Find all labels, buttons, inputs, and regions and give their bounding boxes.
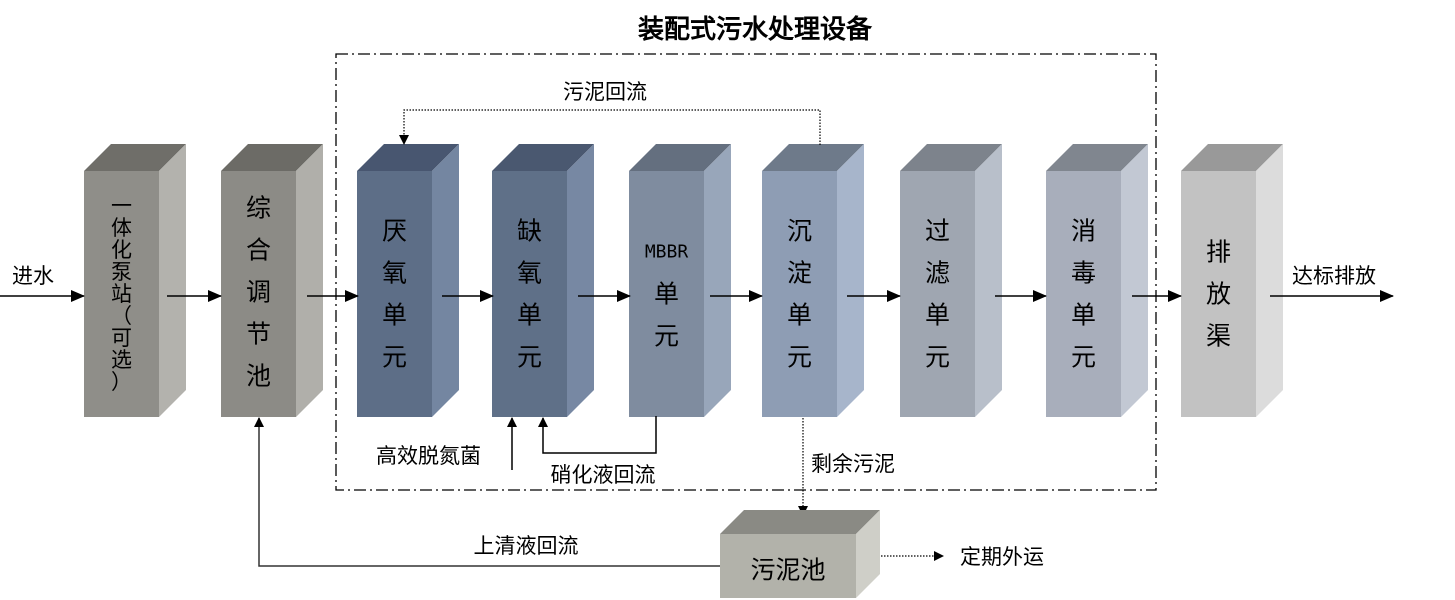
anoxic-unit-label-char: 缺 bbox=[517, 217, 542, 246]
mbbr-unit-top-face bbox=[629, 144, 731, 171]
equalization-tank-label-char: 综 bbox=[246, 194, 271, 223]
disinfection-unit-label-char: 单 bbox=[1071, 301, 1096, 330]
sedimentation-unit-top-face bbox=[762, 144, 864, 171]
sludge-tank-side-face bbox=[856, 510, 880, 598]
pump-station-label-char: 体 bbox=[111, 216, 132, 240]
filtration-unit-side-face bbox=[975, 144, 1002, 417]
supernatant-return-line bbox=[254, 417, 720, 567]
disinfection-unit-label-char: 毒 bbox=[1071, 259, 1096, 288]
anaerobic-unit-label-char: 氧 bbox=[382, 259, 407, 288]
discharge-channel-top-face bbox=[1181, 144, 1283, 171]
filtration-unit-front-face bbox=[900, 171, 975, 417]
filtration-unit-label-char: 元 bbox=[925, 343, 950, 372]
anoxic-unit-label-char: 氧 bbox=[517, 259, 542, 288]
pump-station-top-face bbox=[84, 144, 186, 171]
anoxic-unit-label-char: 单 bbox=[517, 301, 542, 330]
filtration-unit-label-char: 单 bbox=[925, 301, 950, 330]
sludge-tank-label: 污泥池 bbox=[750, 556, 825, 585]
anoxic-unit-side-face bbox=[567, 144, 594, 417]
pump-station-label-char: 一 bbox=[111, 194, 132, 218]
anaerobic-unit-front-face bbox=[357, 171, 432, 417]
nitrification-return-label: 硝化液回流 bbox=[551, 463, 656, 487]
anaerobic-unit-top-face bbox=[357, 144, 459, 171]
anoxic-unit-top-face bbox=[492, 144, 594, 171]
anaerobic-unit-side-face bbox=[432, 144, 459, 417]
mbbr-unit-side-face bbox=[704, 144, 731, 417]
sludge-tank: 污泥池 bbox=[720, 510, 880, 598]
pump-station-label-char: ） bbox=[111, 370, 132, 394]
discharge-channel-front-face bbox=[1181, 171, 1256, 417]
mbbr-unit-label-char: MBBR bbox=[645, 242, 689, 263]
sedimentation-unit-label-char: 元 bbox=[787, 343, 812, 372]
discharge-channel-label-char: 放 bbox=[1206, 280, 1231, 309]
outlet-label: 达标排放 bbox=[1292, 264, 1376, 288]
discharge-channel-side-face bbox=[1256, 144, 1283, 417]
sedimentation-unit-side-face bbox=[837, 144, 864, 417]
supernatant-return-label: 上清液回流 bbox=[474, 534, 579, 558]
discharge-channel-label-char: 渠 bbox=[1206, 322, 1231, 351]
anoxic-unit-front-face bbox=[492, 171, 567, 417]
pump-station-label-char: 选 bbox=[111, 348, 132, 372]
discharge-channel: 排放渠 bbox=[1181, 144, 1283, 417]
mbbr-unit-front-face bbox=[629, 171, 704, 417]
bacteria-feed-label: 高效脱氮菌 bbox=[376, 444, 481, 468]
nitrification-return-line bbox=[538, 416, 657, 454]
sludge-return-label: 污泥回流 bbox=[563, 80, 647, 104]
filtration-unit-top-face bbox=[900, 144, 1002, 171]
equalization-tank-label-char: 节 bbox=[246, 320, 271, 349]
anoxic-unit-label-char: 元 bbox=[517, 343, 542, 372]
mbbr-unit-label-char: 元 bbox=[654, 322, 679, 351]
equalization-tank-front-face bbox=[221, 171, 296, 417]
filtration-unit-label-char: 过 bbox=[925, 217, 950, 246]
pump-station-label-char: （ bbox=[111, 304, 132, 328]
treatment-units: 一体化泵站（可选）综合调节池厌氧单元缺氧单元MBBR单元沉淀单元过滤单元消毒单元… bbox=[84, 144, 1283, 417]
pump-station-label-char: 可 bbox=[111, 326, 132, 350]
sludge-return-line bbox=[399, 109, 821, 145]
sedimentation-unit-label-char: 沉 bbox=[787, 217, 812, 246]
equalization-tank-label-char: 池 bbox=[246, 362, 271, 391]
anaerobic-unit-label-char: 厌 bbox=[382, 217, 407, 246]
sedimentation-unit-label-char: 淀 bbox=[787, 259, 812, 288]
sedimentation-unit-front-face bbox=[762, 171, 837, 417]
periodic-removal-label: 定期外运 bbox=[960, 545, 1044, 569]
disinfection-unit-side-face bbox=[1121, 144, 1148, 417]
mbbr-unit-label-char: 单 bbox=[654, 280, 679, 309]
disinfection-unit-label-char: 元 bbox=[1071, 343, 1096, 372]
filtration-unit-label-char: 滤 bbox=[925, 259, 950, 288]
equalization-tank-side-face bbox=[296, 144, 323, 417]
anaerobic-unit-label-char: 单 bbox=[382, 301, 407, 330]
inlet-label: 进水 bbox=[12, 264, 54, 288]
diagram-title: 装配式污水处理设备 bbox=[638, 15, 873, 45]
disinfection-unit-top-face bbox=[1046, 144, 1148, 171]
excess-sludge-label: 剩余污泥 bbox=[811, 452, 895, 476]
pump-station-front-face bbox=[84, 171, 159, 417]
pump-station-label-char: 泵 bbox=[111, 260, 132, 284]
sludge-tank-top-face bbox=[720, 510, 880, 534]
pump-station-label-char: 化 bbox=[111, 238, 132, 262]
pump-station-side-face bbox=[159, 144, 186, 417]
anaerobic-unit-label-char: 元 bbox=[382, 343, 407, 372]
equipment-boundary bbox=[335, 53, 1157, 491]
mbbr-unit: MBBR 单元 bbox=[629, 144, 731, 417]
equalization-tank-top-face bbox=[221, 144, 323, 171]
disinfection-unit-label-char: 消 bbox=[1071, 217, 1096, 246]
sedimentation-unit-label-char: 单 bbox=[787, 301, 812, 330]
discharge-channel-label-char: 排 bbox=[1206, 238, 1231, 267]
equalization-tank-label-char: 调 bbox=[246, 278, 271, 307]
disinfection-unit-front-face bbox=[1046, 171, 1121, 417]
equalization-tank-label-char: 合 bbox=[246, 236, 271, 265]
sludge-tank-front-face bbox=[720, 534, 856, 598]
pump-station-label-char: 站 bbox=[111, 282, 132, 306]
